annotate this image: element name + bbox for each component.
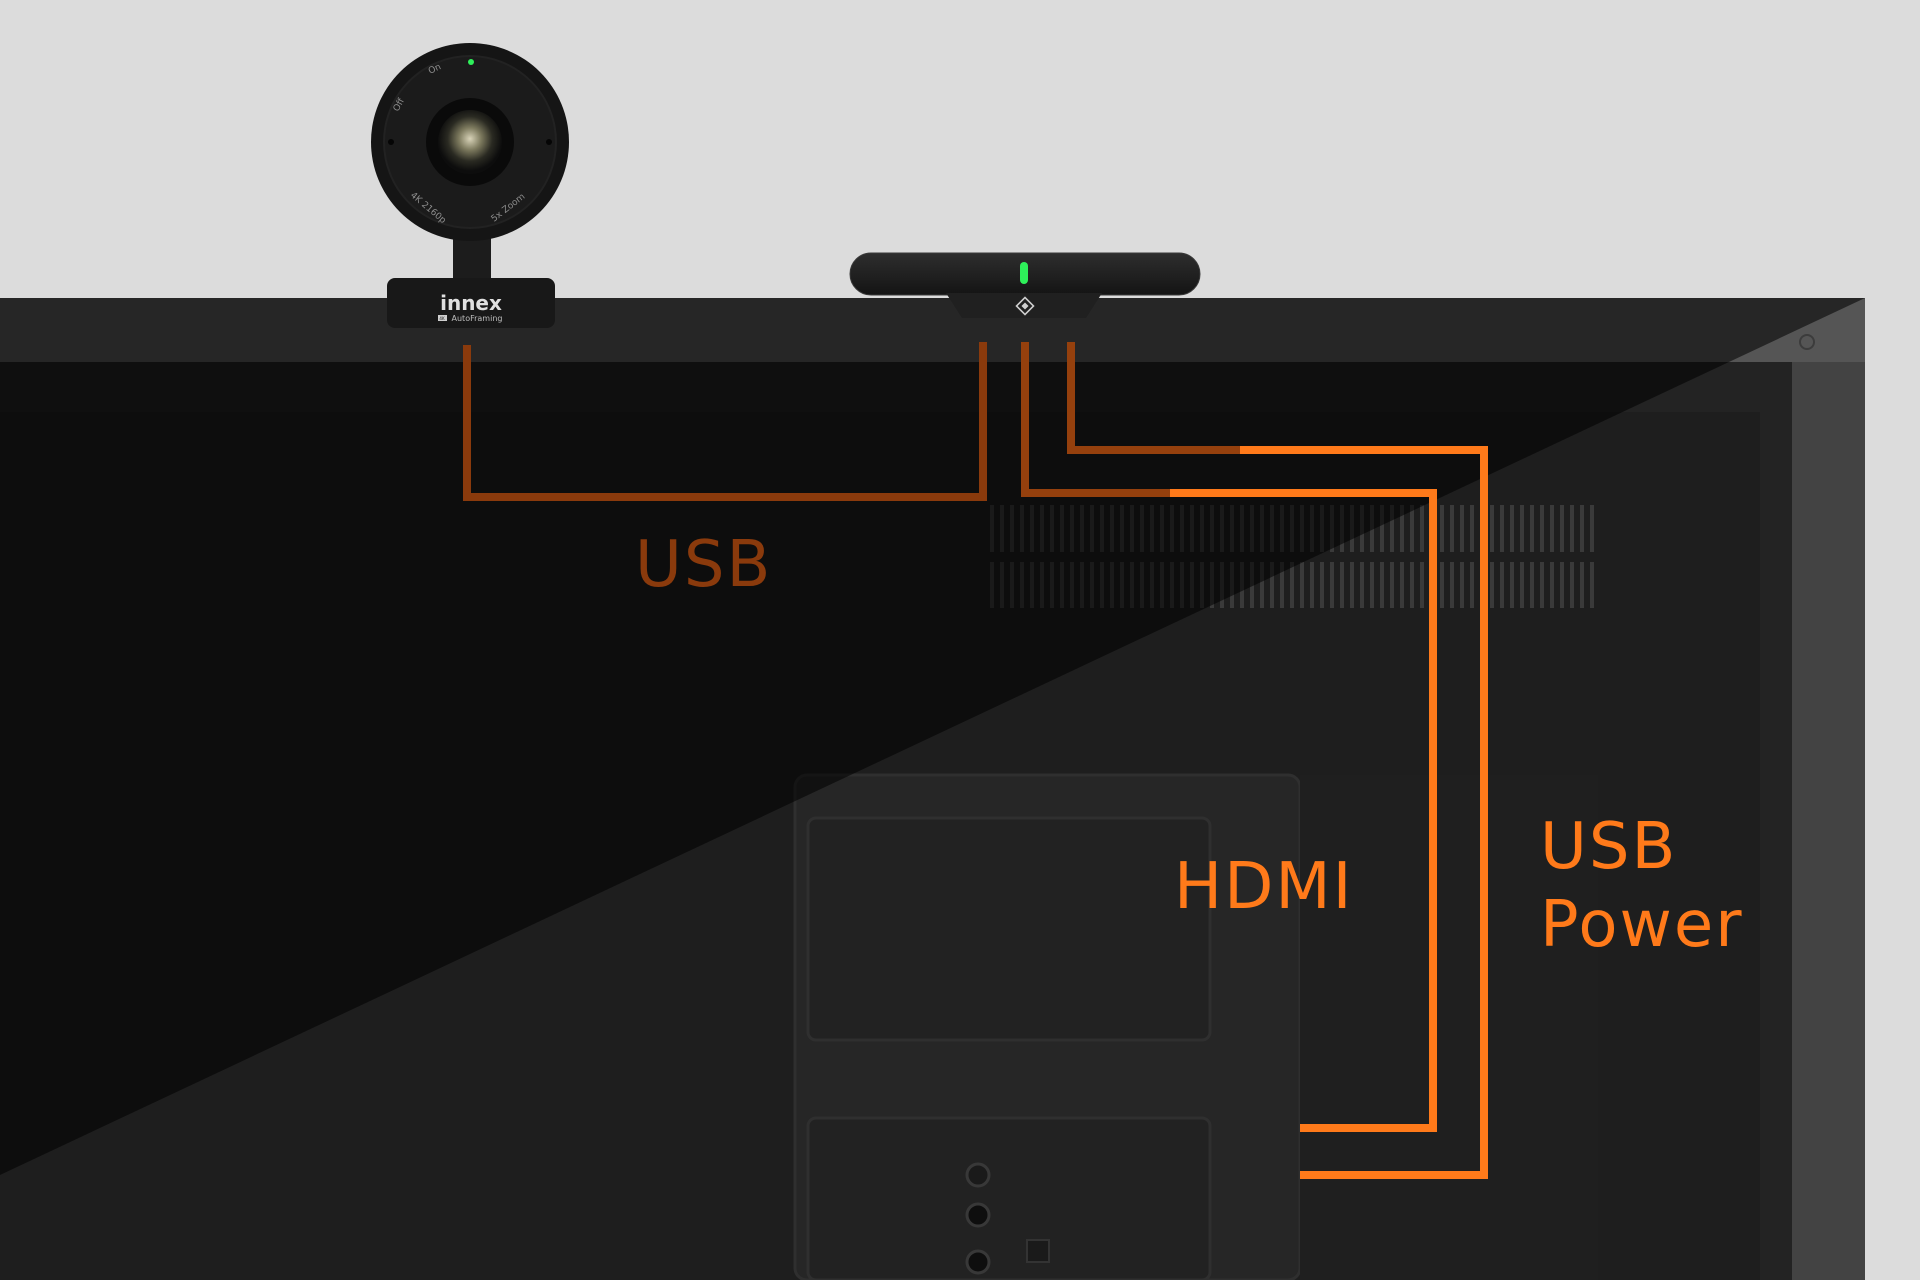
webcam: Off On 4K 2160p 5x Zoom innex 4K AutoFra… xyxy=(371,43,569,328)
video-bar xyxy=(849,252,1201,318)
usb-power-label-line1: USB xyxy=(1540,810,1678,884)
rear-side-block xyxy=(1300,775,1598,1280)
webcam-base xyxy=(387,278,555,328)
usb-cable xyxy=(463,342,987,501)
monitor-button xyxy=(1799,334,1815,350)
usb-power-label: USB Power xyxy=(1540,808,1744,964)
webcam-model: AutoFraming xyxy=(452,314,503,323)
webcam-lens xyxy=(438,110,502,174)
rear-cover-upper xyxy=(806,816,1212,1042)
shadow-overlay xyxy=(0,298,1865,1175)
video-bar-led-icon xyxy=(1020,262,1028,284)
usb-power-label-line2: Power xyxy=(1540,888,1744,962)
cables xyxy=(463,342,1488,1179)
usb-label: USB xyxy=(635,528,773,602)
webcam-brand: innex xyxy=(440,291,502,315)
webcam-neck xyxy=(453,235,491,283)
monitor-side-frame xyxy=(1792,362,1865,1280)
webcam-badge: 4K xyxy=(439,316,445,321)
rear-ports xyxy=(965,1162,1050,1275)
monitor xyxy=(0,298,1865,1280)
webcam-ring-on: On xyxy=(427,62,443,76)
hdmi-label: HDMI xyxy=(1174,850,1354,924)
rear-cover-lower xyxy=(806,1116,1212,1280)
webcam-led-icon xyxy=(468,59,474,65)
